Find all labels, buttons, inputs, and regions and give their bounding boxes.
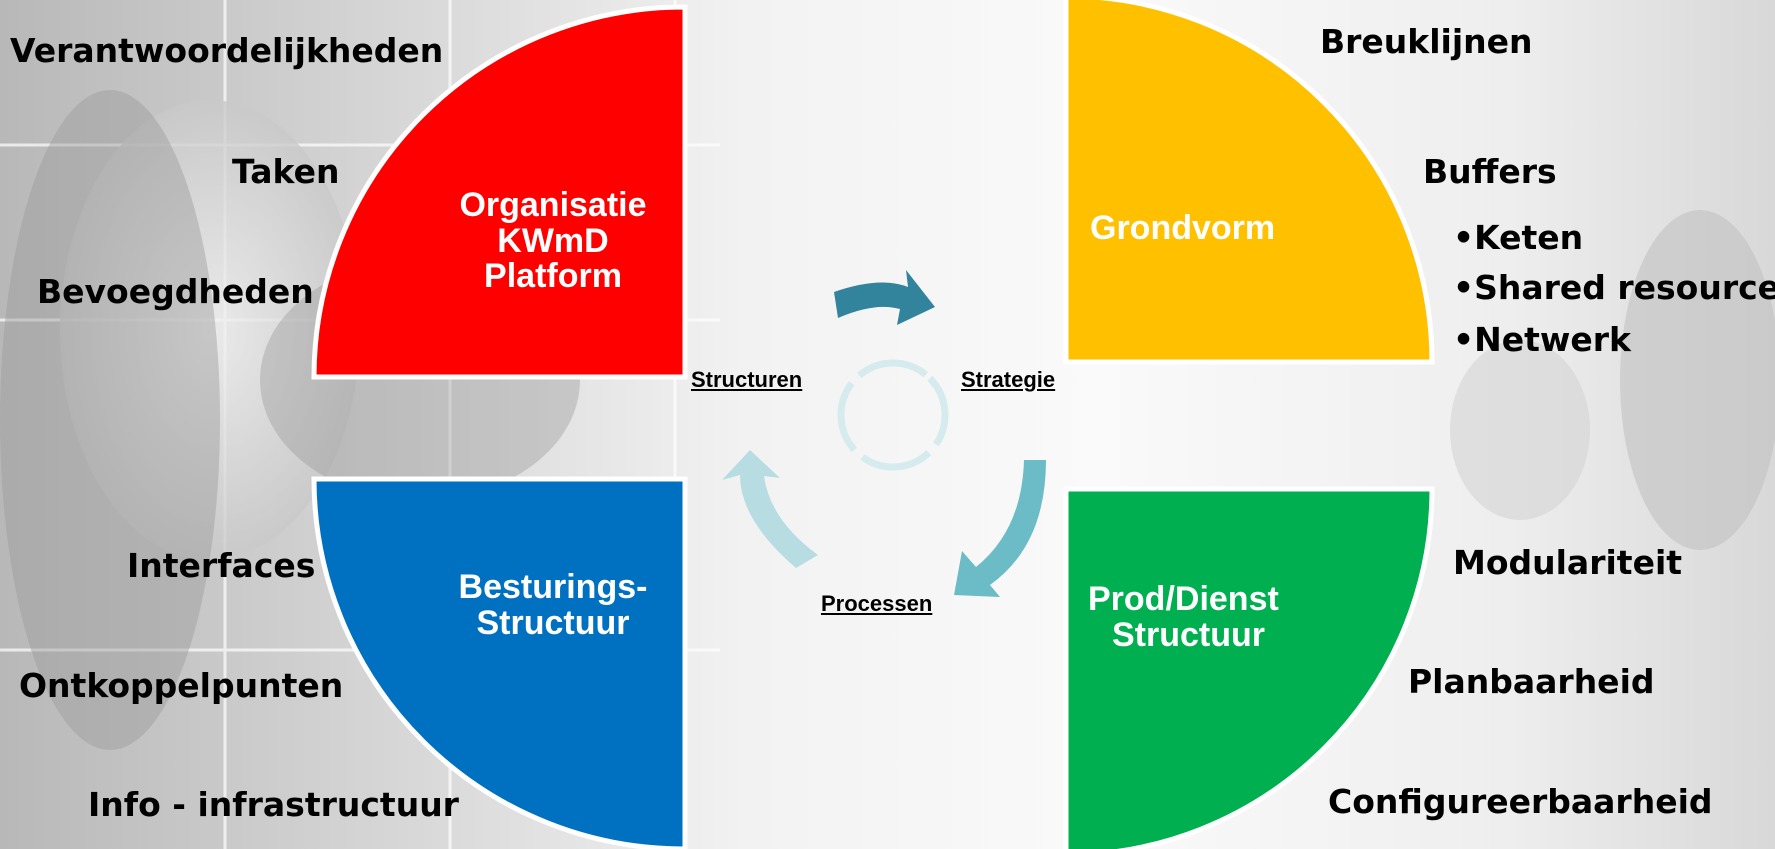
quadrant-besturings-structuur	[311, 476, 688, 849]
label-bullet-keten: •Keten	[1453, 218, 1584, 257]
quadrant-organisatie	[311, 4, 688, 380]
quadrant-title-line: Organisatie	[459, 186, 647, 224]
label-bevoegdheden: Bevoegdheden	[37, 272, 314, 311]
quadrant-title-line: Besturings-	[458, 568, 648, 606]
quadrant-title-line: Structuur	[476, 603, 630, 642]
label-verantwoordelijkheden: Verantwoordelijkheden	[10, 31, 444, 70]
arrow-structuren-to-strategie	[834, 270, 935, 325]
quadrant-title-organisatie: Organisatie KWmD Platform	[448, 186, 658, 296]
label-info-infrastructuur: Info - infrastructuur	[88, 785, 459, 824]
label-interfaces: Interfaces	[127, 546, 316, 585]
label-planbaarheid: Planbaarheid	[1408, 662, 1655, 701]
label-bullet-netwerk: •Netwerk	[1453, 320, 1631, 359]
quadrant-title-prod-dienst: Prod/Dienst Structuur	[1088, 580, 1298, 654]
label-buffers: Buffers	[1423, 152, 1557, 191]
quadrant-title-line: KWmD	[497, 221, 609, 260]
cycle-label-strategie: Strategie	[961, 367, 1056, 392]
cycle-label-structuren: Structuren	[691, 367, 803, 392]
label-breuklijnen: Breuklijnen	[1320, 22, 1533, 61]
quadrant-title-line: Prod/Dienst	[1088, 580, 1279, 618]
quadrant-prod-dienst-structuur	[1063, 486, 1435, 849]
cycle-label-processen: Processen	[821, 591, 933, 616]
label-bullet-shared-resources: •Shared resources	[1453, 268, 1775, 307]
quadrant-grondvorm	[1063, 0, 1435, 365]
arrow-strategie-to-processen	[954, 460, 1046, 597]
arrow-processen-to-structuren	[722, 450, 818, 568]
label-ontkoppelpunten: Ontkoppelpunten	[19, 666, 344, 705]
quadrant-title-grondvorm: Grondvorm	[1090, 209, 1300, 247]
quadrant-title-line: Grondvorm	[1090, 209, 1276, 247]
quadrant-title-besturings: Besturings- Structuur	[448, 568, 658, 642]
cycle-ring-top-left	[837, 359, 949, 471]
quadrant-title-line: Platform	[484, 257, 622, 296]
label-taken: Taken	[232, 152, 340, 191]
label-configureerbaarheid: Configureerbaarheid	[1328, 782, 1713, 821]
quadrant-title-line: Structuur	[1112, 615, 1265, 654]
label-modulariteit: Modulariteit	[1453, 543, 1683, 582]
